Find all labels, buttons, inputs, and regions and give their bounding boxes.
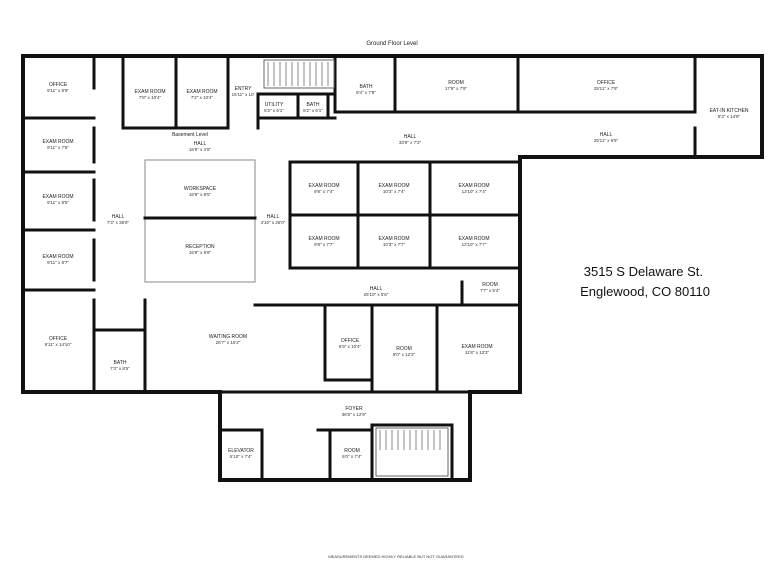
room-name-exam-c4: EXAM ROOM	[308, 236, 339, 242]
room-dims-exam-c1: 9'8" x 7'4"	[314, 189, 334, 194]
room-dims-office-sw: 9'11" x 14'10"	[45, 342, 72, 347]
room-name-exam-w2: EXAM ROOM	[42, 194, 73, 200]
room-name-office-north: OFFICE	[597, 80, 616, 86]
room-name-elevator: ELEVATOR	[228, 448, 254, 454]
room-dims-hall-south: 25'10" x 5'6"	[364, 292, 389, 297]
room-dims-workspace: 16'9" x 8'5"	[189, 192, 212, 197]
room-name-exam-c2: EXAM ROOM	[378, 183, 409, 189]
room-dims-hall-main: 33'9" x 7'2"	[399, 140, 422, 145]
room-name-room-small: ROOM	[482, 282, 498, 288]
room-dims-exam-c4: 9'8" x 7'7"	[314, 242, 334, 247]
room-name-waiting-room: WAITING ROOM	[209, 334, 247, 340]
room-name-hall-main: HALL	[404, 134, 417, 140]
room-dims-bath-north: 8'4" x 7'9"	[356, 90, 376, 95]
room-name-office-sw: OFFICE	[49, 336, 68, 342]
room-dims-office-s: 6'9" x 10'4"	[339, 344, 362, 349]
room-dims-exam-room-2: 7'2" x 10'4"	[191, 95, 214, 100]
room-dims-entry: 15'11" x 10'	[232, 92, 255, 97]
room-name-reception: RECEPTION	[185, 244, 215, 250]
room-dims-hall-upper: 16'9" x 4'8"	[189, 147, 212, 152]
room-dims-exam-w2: 9'11" x 8'5"	[47, 200, 69, 205]
room-dims-office-north: 25'11" x 7'9"	[594, 86, 619, 91]
room-name-exam-c5: EXAM ROOM	[378, 236, 409, 242]
room-dims-elevator: 5'10" x 7'4"	[230, 454, 253, 459]
room-name-exam-c3: EXAM ROOM	[458, 183, 489, 189]
room-dims-exam-w3: 9'11" x 8'7"	[47, 260, 69, 265]
interior-walls	[21, 54, 697, 482]
room-dims-foyer: 36'8" x 12'9"	[342, 412, 367, 417]
room-dims-eat-in-kitchen: 9'3" x 14'9"	[718, 114, 741, 119]
room-name-exam-room-1: EXAM ROOM	[134, 89, 165, 95]
address-line-2: Englewood, CO 80110	[580, 284, 710, 299]
room-dims-exam-c3: 12'10" x 7'4"	[462, 189, 487, 194]
room-name-office-s: OFFICE	[341, 338, 360, 344]
room-name-hall-south: HALL	[370, 286, 383, 292]
room-dims-exam-se: 11'8" x 12'3"	[465, 350, 490, 355]
room-name-office-nw: OFFICE	[49, 82, 68, 88]
room-name-hall-center: HALL	[267, 214, 280, 220]
room-name-hall-west: HALL	[112, 214, 125, 220]
room-name-exam-w1: EXAM ROOM	[42, 139, 73, 145]
room-dims-hall-center: 4'10" x 26'0"	[261, 220, 286, 225]
room-name-foyer: FOYER	[345, 406, 363, 412]
stairs-foyer	[375, 427, 449, 477]
room-dims-bath-small: 6'2" x 6'1"	[303, 108, 323, 113]
room-dims-room-s: 9'0" x 12'3"	[393, 352, 416, 357]
room-name-exam-c1: EXAM ROOM	[308, 183, 339, 189]
room-name-room-s: ROOM	[396, 346, 412, 352]
room-dims-hall-west: 7'3" x 35'9"	[107, 220, 130, 225]
room-name-exam-c6: EXAM ROOM	[458, 236, 489, 242]
room-dims-exam-w1: 9'11" x 7'5"	[47, 145, 69, 150]
room-dims-room-north: 17'9" x 7'9"	[445, 86, 468, 91]
room-dims-exam-c6: 12'10" x 7'7"	[462, 242, 487, 247]
stairs-north	[263, 59, 335, 89]
room-dims-utility: 5'2" x 6'1"	[264, 108, 284, 113]
room-dims-bath-sw: 7'3" x 8'5"	[110, 366, 130, 371]
address-line-1: 3515 S Delaware St.	[584, 264, 703, 279]
room-dims-reception: 16'9" x 8'8"	[189, 250, 212, 255]
room-name-exam-se: EXAM ROOM	[461, 344, 492, 350]
room-name-room-foyer: ROOM	[344, 448, 360, 454]
room-dims-room-foyer: 6'0" x 7'4"	[342, 454, 362, 459]
room-dims-exam-c2: 10'3" x 7'4"	[383, 189, 406, 194]
basement-level-label: Basement Level	[172, 132, 208, 138]
room-name-hall-upper: HALL	[194, 141, 207, 147]
room-dims-hall-ne: 25'11" x 6'9"	[594, 138, 619, 143]
disclaimer: MEASUREMENTS DEEMED HIGHLY RELIABLE BUT …	[328, 554, 463, 559]
room-dims-exam-c5: 10'3" x 7'7"	[383, 242, 406, 247]
room-name-workspace: WORKSPACE	[184, 186, 217, 192]
room-dims-room-small: 7'7" x 5'4"	[480, 288, 500, 293]
room-name-hall-ne: HALL	[600, 132, 613, 138]
room-name-exam-w3: EXAM ROOM	[42, 254, 73, 260]
room-name-room-north: ROOM	[448, 80, 464, 86]
room-name-exam-room-2: EXAM ROOM	[186, 89, 217, 95]
room-name-bath-north: BATH	[360, 84, 373, 90]
room-name-bath-sw: BATH	[114, 360, 127, 366]
room-name-eat-in-kitchen: EAT-IN KITCHEN	[709, 108, 748, 114]
room-name-bath-small: BATH	[307, 102, 320, 108]
room-dims-office-nw: 9'11" x 8'9"	[47, 88, 69, 93]
floor-title: Ground Floor Level	[366, 41, 417, 47]
room-name-utility: UTILITY	[265, 102, 284, 108]
room-dims-exam-room-1: 7'8" x 10'4"	[139, 95, 162, 100]
room-name-entry: ENTRY	[235, 86, 253, 92]
room-dims-waiting-room: 26'7" x 16'2"	[216, 340, 241, 345]
